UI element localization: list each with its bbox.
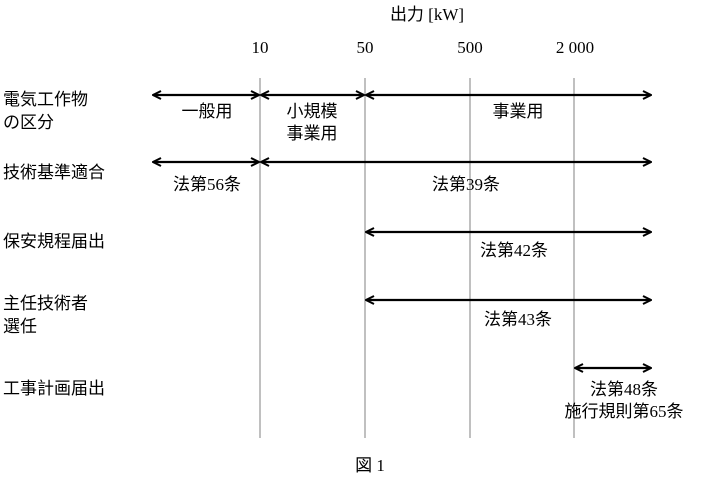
segment-label-line: 事業用	[286, 124, 338, 143]
row-label-line: 選任	[3, 317, 37, 336]
axis-title: 出力 [kW]	[389, 5, 465, 24]
row-label: 保安規程届出	[3, 230, 105, 253]
segment-label-general: 一般用	[181, 102, 233, 121]
row-label: 電気工作物 の区分	[3, 88, 88, 134]
segment-label-art39: 法第39条	[432, 175, 500, 194]
segment-label-art42: 法第42条	[480, 241, 548, 260]
tick-label: 10	[251, 38, 269, 57]
segment-label-small-business: 小規模 事業用	[287, 101, 338, 145]
row-label-line: 保安規程届出	[3, 232, 105, 251]
segment-label-business: 事業用	[492, 102, 544, 121]
tick-label: 50	[356, 38, 374, 57]
row-label-line: 主任技術者	[3, 294, 88, 313]
tick-label: 2 000	[555, 38, 595, 57]
row-label: 技術基準適合	[3, 161, 105, 184]
row-label-line: の区分	[3, 113, 54, 132]
segment-label-line: 施行規則第65条	[564, 402, 684, 421]
row-label: 主任技術者 選任	[3, 292, 88, 338]
segment-label-art48: 法第48条 施行規則第65条	[565, 379, 684, 423]
segment-label-line: 小規模	[286, 102, 338, 121]
tick-label: 500	[457, 38, 483, 57]
figure-caption: 図 1	[355, 456, 385, 475]
row-label: 工事計画届出	[3, 377, 105, 400]
row-label-line: 技術基準適合	[3, 163, 105, 182]
segment-label-art43: 法第43条	[484, 310, 552, 329]
segment-label-line: 法第48条	[590, 380, 658, 399]
segment-label-art56: 法第56条	[173, 175, 241, 194]
row-label-line: 工事計画届出	[3, 379, 105, 398]
row-label-line: 電気工作物	[3, 90, 88, 109]
